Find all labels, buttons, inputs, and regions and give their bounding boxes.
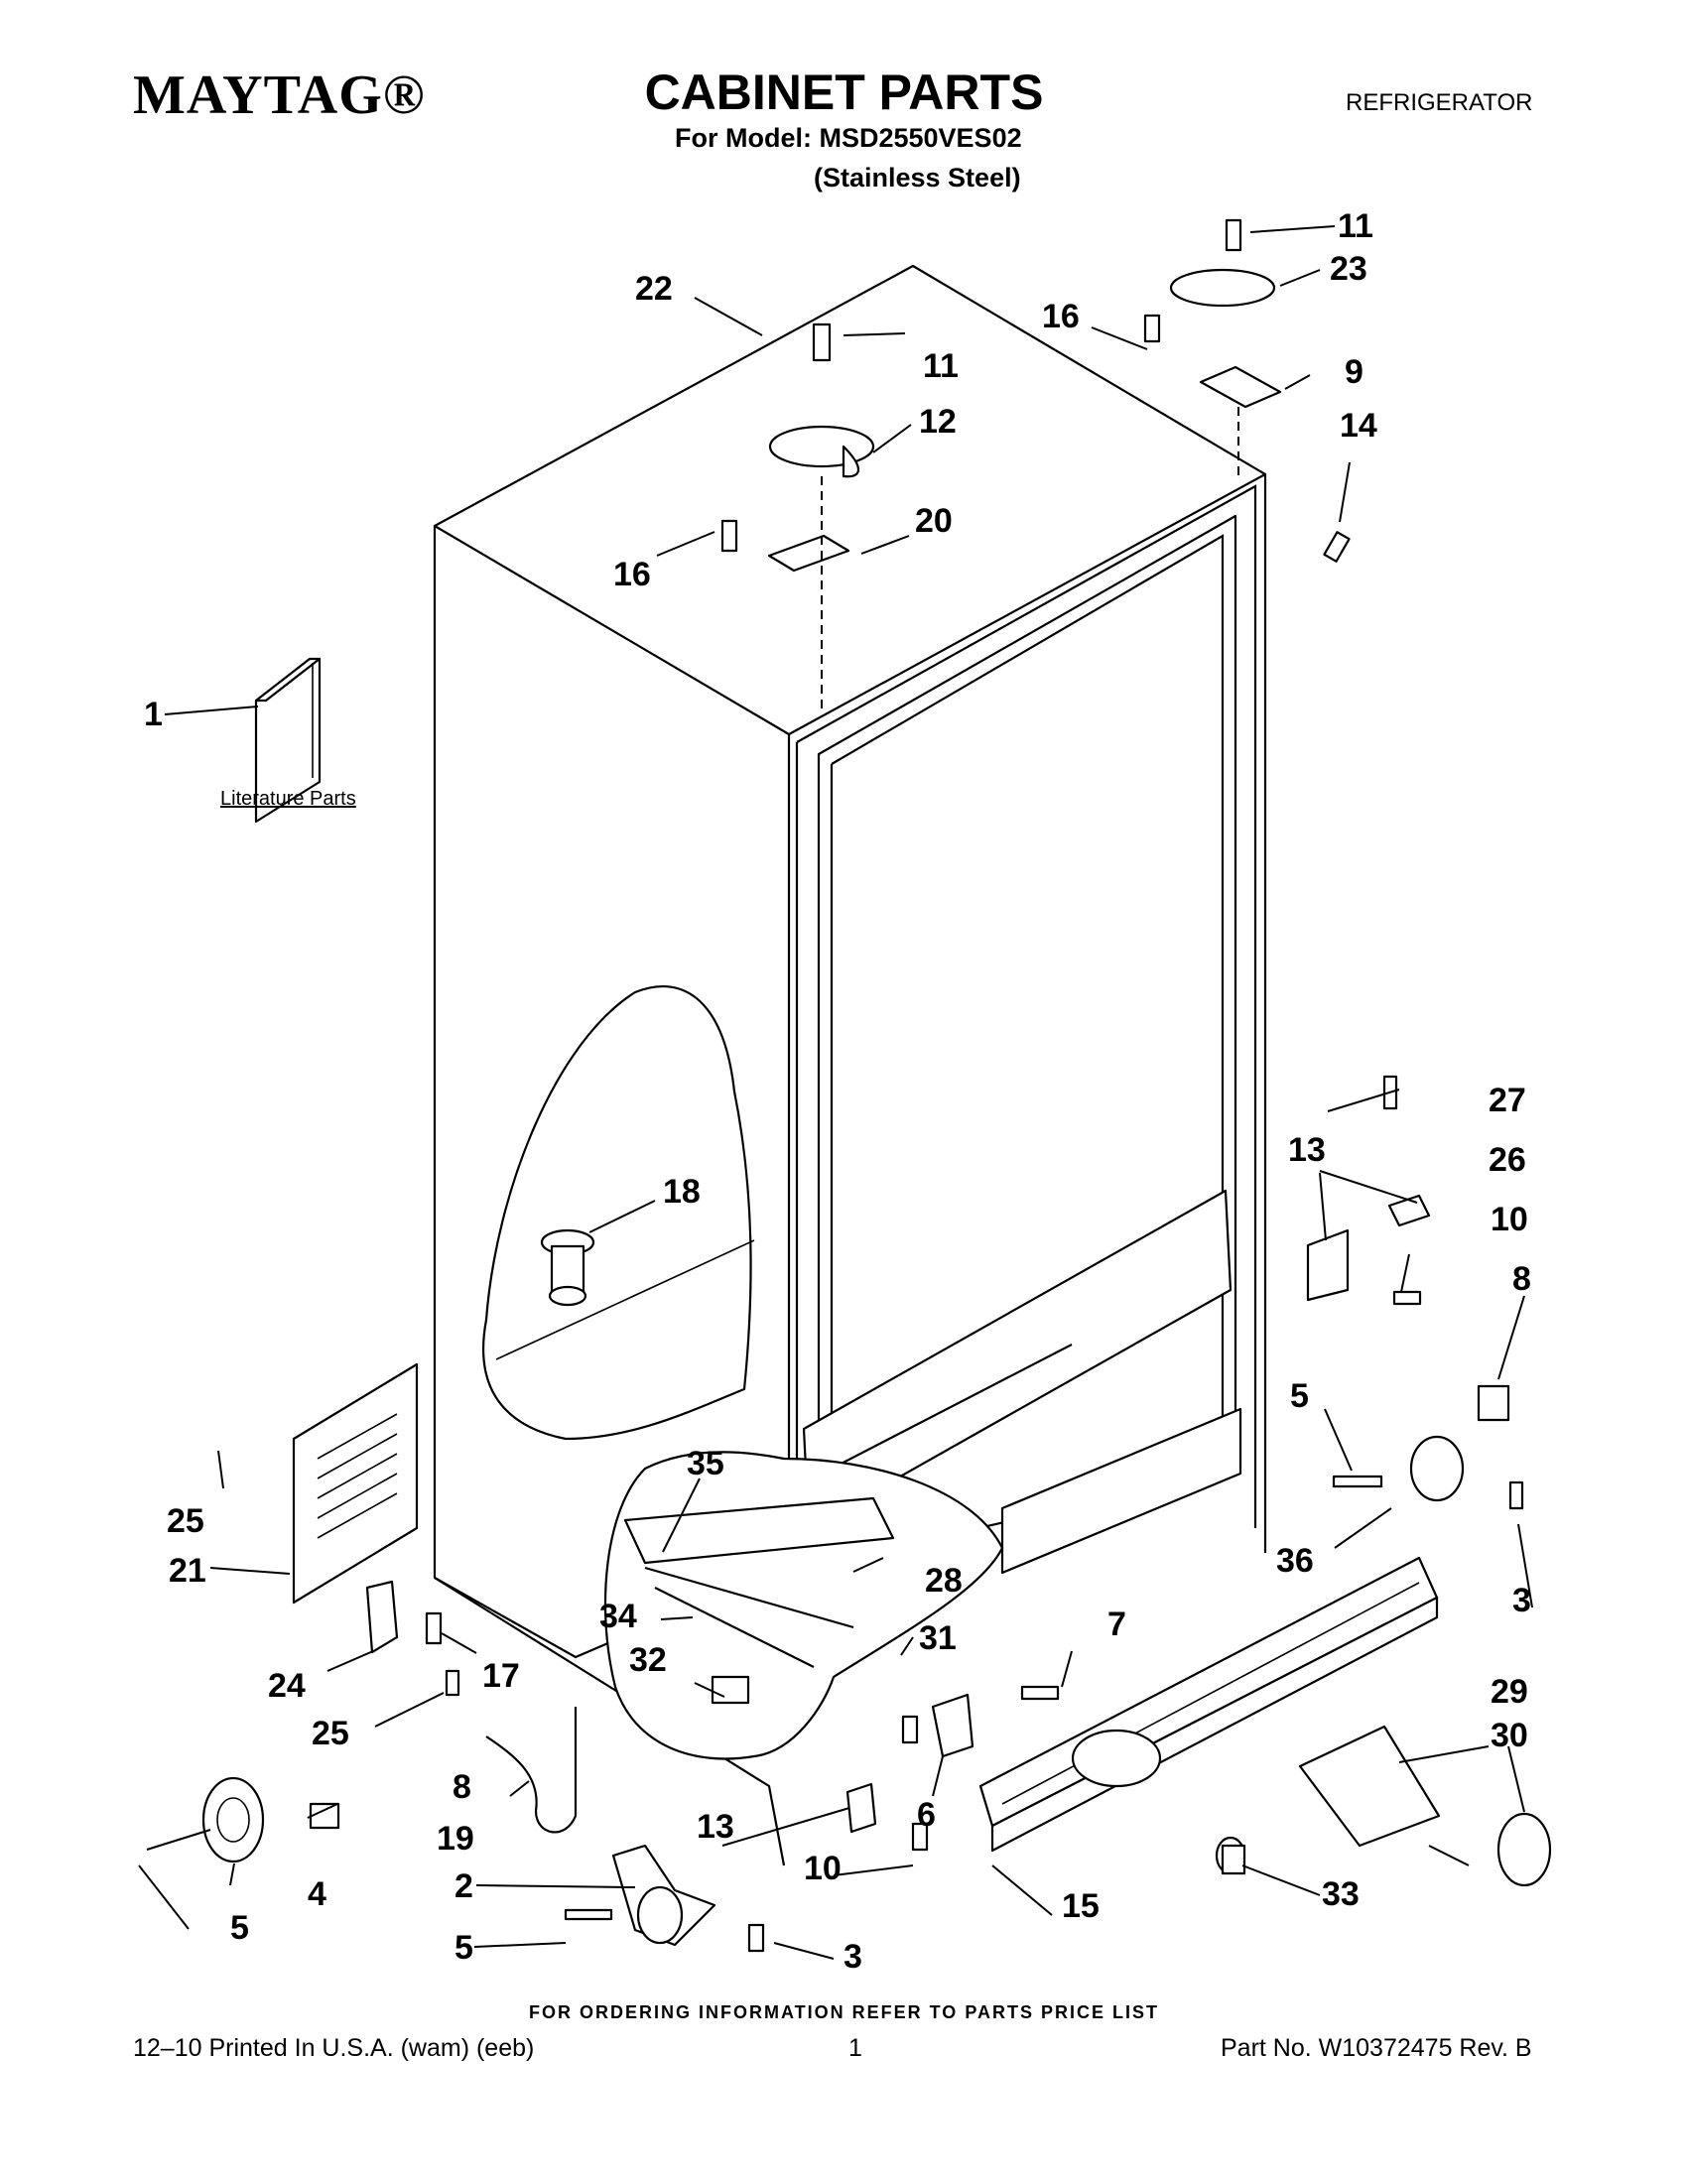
callout-5b: 5 [230, 1909, 249, 1947]
part-number: Part No. W10372475 Rev. B [1221, 2034, 1532, 2062]
callout-8: 8 [1512, 1260, 1531, 1298]
callout-labels: 1 2 3 3 4 5 5 5 6 7 8 8 9 10 10 11 11 12… [144, 207, 1531, 1976]
callout-31: 31 [919, 1619, 957, 1657]
callout-33: 33 [1322, 1875, 1360, 1913]
callout-30: 30 [1491, 1717, 1528, 1754]
callout-9: 9 [1345, 353, 1363, 391]
model-variant: (Stainless Steel) [814, 163, 1021, 193]
top-hardware [720, 218, 1351, 714]
callout-8b: 8 [453, 1768, 471, 1806]
callout-2: 2 [454, 1867, 473, 1905]
callout-5c: 5 [454, 1929, 473, 1967]
callout-27: 27 [1489, 1082, 1526, 1119]
literature-booklet [254, 657, 322, 824]
callout-16b: 16 [613, 556, 651, 593]
callout-13b: 13 [697, 1808, 734, 1846]
callout-19: 19 [437, 1820, 474, 1858]
callout-10: 10 [1491, 1201, 1528, 1238]
callout-23: 23 [1330, 250, 1367, 288]
ordering-note: FOR ORDERING INFORMATION REFER TO PARTS … [528, 2002, 1159, 2022]
brand-logo: MAYTAG® [133, 64, 426, 126]
doc-type: REFRIGERATOR [1346, 89, 1533, 116]
lower-left-parts [146, 1580, 578, 1863]
callout-12: 12 [919, 403, 957, 441]
right-hardware [1306, 1075, 1524, 1510]
callout-18: 18 [663, 1173, 701, 1211]
callout-3: 3 [1512, 1582, 1531, 1619]
callout-10b: 10 [804, 1850, 842, 1887]
callout-13: 13 [1288, 1131, 1326, 1169]
freezer-cutaway [481, 985, 755, 1441]
rear-grille [292, 1362, 419, 1605]
callout-20: 20 [915, 502, 953, 540]
callout-35: 35 [687, 1445, 724, 1482]
callout-5: 5 [1290, 1377, 1309, 1415]
callout-15: 15 [1062, 1887, 1100, 1925]
callout-25b: 25 [312, 1715, 349, 1752]
callout-26: 26 [1489, 1141, 1526, 1179]
callout-4: 4 [308, 1875, 326, 1913]
callout-21: 21 [169, 1552, 206, 1590]
callout-3b: 3 [844, 1938, 862, 1976]
callout-32: 32 [629, 1641, 667, 1679]
toe-grille [978, 1556, 1439, 1853]
callout-11b: 11 [923, 347, 959, 385]
callout-22: 22 [635, 270, 673, 308]
callout-29: 29 [1491, 1673, 1528, 1711]
leader-lines [138, 225, 1533, 1960]
page-number: 1 [848, 2034, 862, 2062]
lower-cutaway [603, 1451, 1004, 1760]
callout-16: 16 [1042, 298, 1080, 335]
callout-1: 1 [144, 696, 163, 733]
page-title: CABINET PARTS [644, 64, 1044, 120]
lower-center-parts [564, 1685, 1246, 1953]
callout-25: 25 [167, 1502, 204, 1540]
model-line: For Model: MSD2550VES02 [675, 123, 1022, 153]
callout-36: 36 [1276, 1542, 1314, 1580]
callout-11: 11 [1338, 207, 1373, 245]
callout-24: 24 [268, 1667, 306, 1705]
callout-14: 14 [1340, 407, 1377, 445]
cabinet-shell [433, 264, 1267, 1866]
print-info: 12–10 Printed In U.S.A. (wam) (eeb) [133, 2034, 535, 2062]
callout-6: 6 [917, 1796, 936, 1834]
callout-28: 28 [925, 1562, 963, 1600]
literature-parts-label: Literature Parts [220, 788, 356, 810]
callout-7: 7 [1107, 1606, 1126, 1643]
callout-17: 17 [482, 1657, 520, 1695]
callout-34: 34 [599, 1598, 637, 1635]
